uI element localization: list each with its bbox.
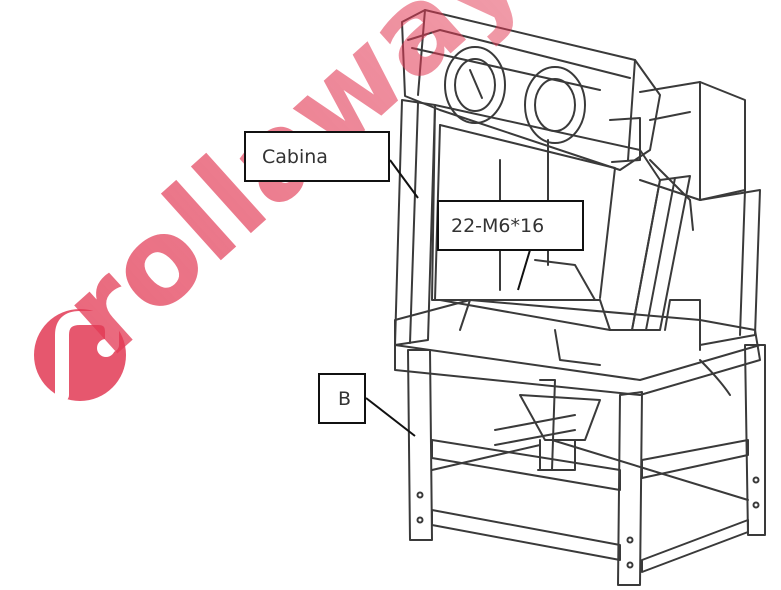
leader-screw — [517, 249, 531, 291]
label-cabina-text: Cabina — [262, 145, 328, 168]
front-window — [431, 104, 661, 331]
stand-leg-front-right — [617, 391, 643, 586]
stand-leg-front-left — [407, 349, 433, 541]
cabinet-base — [394, 299, 761, 396]
stand-shelf-right — [641, 519, 749, 573]
leader-b — [365, 397, 416, 437]
label-part-b: B — [318, 373, 366, 424]
label-screw-spec-text: 22-M6*16 — [451, 214, 545, 237]
cabinet-drawing — [321, 9, 766, 586]
side-box — [639, 81, 746, 201]
leader-lines — [365, 159, 531, 437]
watermark-text: rollaway — [36, 0, 546, 381]
stand-rail-front — [431, 439, 621, 491]
label-cabina: Cabina — [244, 131, 390, 182]
label-screw-spec: 22-M6*16 — [437, 200, 584, 251]
stand-shelf-front — [431, 509, 621, 561]
stand-rail-side — [641, 439, 749, 479]
left-pillar — [394, 99, 436, 346]
pressure-gauge — [444, 46, 506, 124]
label-part-b-text: B — [338, 387, 352, 410]
top-panel — [401, 9, 661, 171]
hopper — [519, 394, 601, 441]
stand-leg-rear-right — [744, 344, 766, 536]
leader-cabina — [389, 159, 419, 199]
gauge-window — [524, 66, 586, 144]
